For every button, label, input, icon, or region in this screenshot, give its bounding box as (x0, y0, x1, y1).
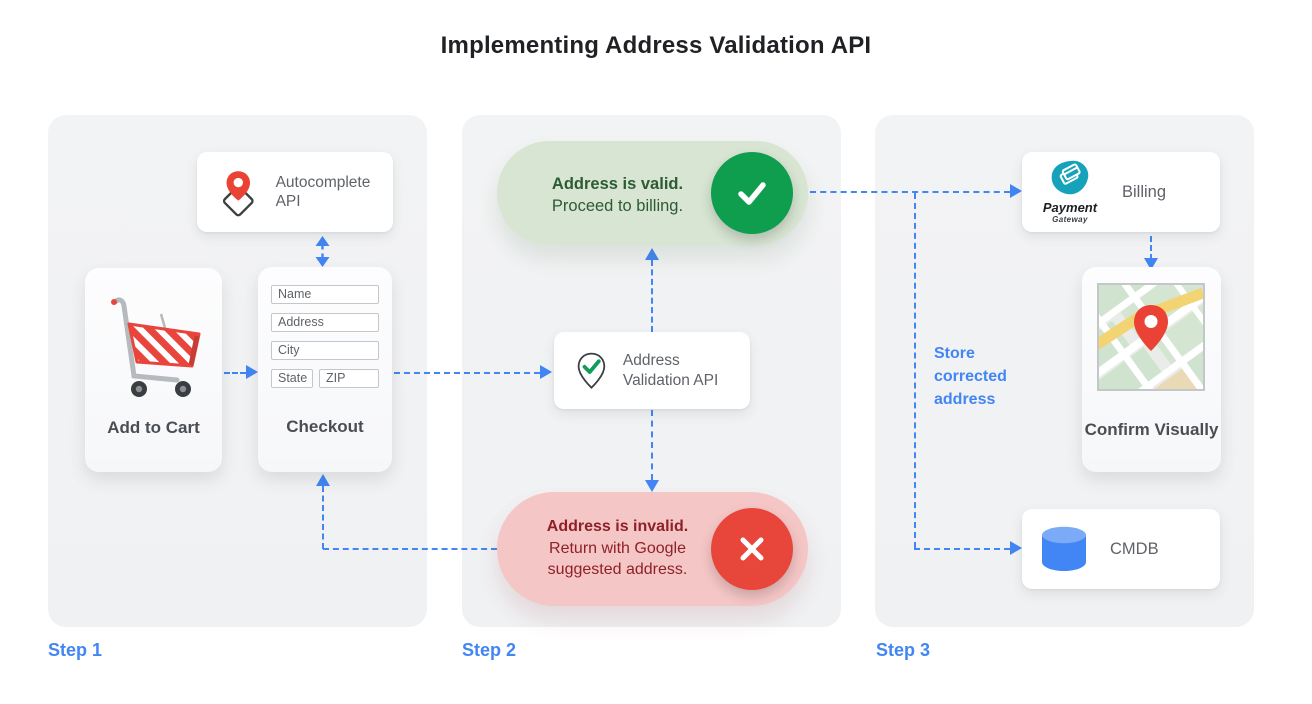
store-corrected-address-note: Store corrected address (934, 345, 1007, 409)
address-validation-api-card: Address Validation API (554, 332, 750, 409)
database-icon (1042, 526, 1086, 571)
step2-label: Step 2 (462, 640, 517, 660)
address-valid-pill: Address is valid. Proceed to billing. (497, 141, 808, 245)
confirm-visually-label: Confirm Visually (1084, 420, 1219, 439)
invalid-pill-text: Address is invalid. Return with Google s… (515, 516, 720, 581)
map-thumbnail (1097, 283, 1205, 391)
valid-pill-title: Address is valid. (551, 175, 684, 193)
add-to-cart-label: Add to Cart (107, 418, 200, 437)
arrowhead-cart-to-checkout (246, 365, 258, 379)
connector-validation-to-valid (651, 260, 653, 332)
arrowhead-invalid-to-checkout (316, 474, 330, 486)
connector-invalid-to-checkout-v (322, 486, 324, 549)
invalid-pill-title: Address is invalid. (546, 518, 689, 535)
page-title: Implementing Address Validation API (440, 32, 872, 59)
x-circle-icon (711, 508, 793, 590)
arrowhead-branch-to-cmdb (1010, 541, 1022, 555)
payment-gateway-subtext: Gateway (1052, 214, 1088, 224)
map-pin-diamond-icon (222, 171, 254, 217)
cmdb-label: CMDB (1110, 539, 1159, 558)
connector-invalid-to-checkout-h (323, 548, 497, 550)
billing-label: Billing (1122, 182, 1167, 201)
connector-billing-to-confirm (1150, 236, 1152, 260)
address-invalid-pill: Address is invalid. Return with Google s… (497, 492, 808, 606)
connector-validation-to-invalid (651, 410, 653, 480)
address-field[interactable]: Address (271, 313, 379, 332)
billing-card: Payment Gateway Billing (1022, 152, 1220, 232)
pin-check-icon (577, 352, 606, 389)
payment-gateway-wordmark: Payment (1042, 200, 1098, 216)
arrowhead-valid-to-billing (1010, 184, 1022, 198)
step1-label: Step 1 (48, 640, 103, 660)
check-circle-icon (711, 152, 793, 234)
arrowhead-validation-to-valid (645, 248, 659, 260)
autocomplete-api-card: Autocomplete API (197, 152, 393, 232)
arrowhead-checkout-to-validation (540, 365, 552, 379)
payment-gateway-blob-icon (1051, 160, 1089, 195)
zip-field[interactable]: ZIP (319, 369, 379, 388)
name-field[interactable]: Name (271, 285, 379, 304)
confirm-visually-card: Confirm Visually (1082, 267, 1221, 472)
invalid-pill-subtitle: Return with Google suggested address. (547, 539, 688, 579)
shopping-cart-icon (111, 297, 201, 397)
checkout-label: Checkout (286, 417, 364, 436)
double-arrow-autocomplete-checkout (315, 236, 330, 267)
city-field[interactable]: City (271, 341, 379, 360)
connector-store-branch-h (914, 548, 1010, 550)
checkout-card: Name Address City State ZIP Checkout (258, 267, 392, 472)
cmdb-card: CMDB (1022, 509, 1220, 589)
valid-pill-subtitle: Proceed to billing. (551, 197, 684, 216)
autocomplete-api-label: Autocomplete API (275, 173, 371, 210)
valid-pill-text: Address is valid. Proceed to billing. (515, 173, 720, 218)
connector-valid-to-billing (810, 191, 1010, 193)
add-to-cart-card: Add to Cart (85, 268, 222, 472)
connector-store-branch-v (914, 193, 916, 548)
step3-label: Step 3 (876, 640, 931, 660)
connector-cart-to-checkout (224, 372, 246, 374)
payment-gateway-logo: Payment Gateway (1038, 160, 1102, 224)
address-validation-api-label: Address Validation API (622, 352, 719, 389)
state-field[interactable]: State (271, 369, 313, 388)
connector-checkout-to-validation (394, 372, 540, 374)
arrowhead-validation-to-invalid (645, 480, 659, 492)
